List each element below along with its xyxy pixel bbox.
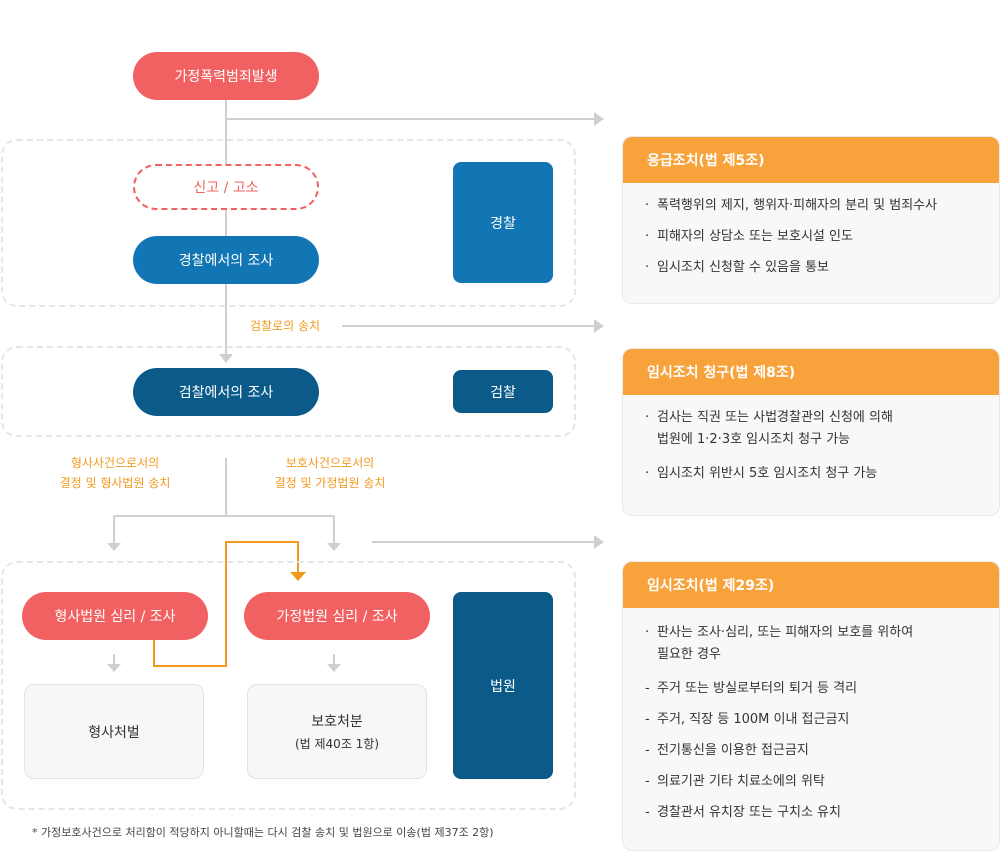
police-label: 경찰 [490, 215, 516, 232]
list-item: ·검사는 직권 또는 사법경찰관의 신청에 의해 법원에 1·2·3호 임시조치… [645, 410, 893, 447]
temporary-measure-request-title: 임시조치 청구(법 제8조) [623, 349, 999, 395]
police-stage-group [1, 139, 576, 307]
police-box: 경찰 [453, 162, 553, 283]
court-box: 법원 [453, 592, 553, 779]
family-court-label: 가정법원 심리 / 조사 [276, 609, 398, 625]
prosecution-box: 검찰 [453, 370, 553, 413]
list-item: ·임시조치 위반시 5호 임시조치 청구 가능 [645, 466, 878, 481]
police-investigation-node: 경찰에서의 조사 [133, 236, 319, 284]
report-node: 신고 / 고소 [133, 164, 319, 210]
list-item: -주거 또는 방실로부터의 퇴거 등 격리 [645, 681, 858, 696]
police-investigation-label: 경찰에서의 조사 [178, 253, 274, 269]
list-item: -의료기관 기타 치료소에의 위탁 [645, 774, 825, 789]
prosecution-investigation-label: 검찰에서의 조사 [178, 385, 274, 401]
criminal-punishment-label: 형사처벌 [88, 724, 140, 741]
protective-disposition-ref: (법 제40조 1항) [294, 737, 380, 751]
emergency-measures-title: 응급조치(법 제5조) [623, 137, 999, 183]
protective-disposition-label: 보호처분 [311, 714, 363, 730]
emergency-measures-card: 응급조치(법 제5조) ·폭력행위의 제지, 행위자·피해자의 분리 및 범죄수… [622, 136, 1000, 304]
list-item: ·폭력행위의 제지, 행위자·피해자의 분리 및 범죄수사 [645, 198, 938, 213]
start-node: 가정폭력범죄발생 [133, 52, 319, 100]
protection-route-label: 보호사건으로서의 결정 및 가정법원 송치 [274, 456, 386, 490]
list-item: -전기통신을 이용한 접근금지 [645, 743, 809, 758]
family-court-node: 가정법원 심리 / 조사 [244, 592, 430, 640]
list-item: -경찰관서 유치장 또는 구치소 유치 [645, 805, 841, 820]
list-item: ·판사는 조사·심리, 또는 피해자의 보호를 위하여 필요한 경우 [645, 625, 914, 662]
report-label: 신고 / 고소 [193, 180, 259, 196]
start-label: 가정폭력범죄발생 [174, 69, 278, 85]
criminal-punishment-box: 형사처벌 [24, 684, 204, 779]
protective-disposition-box: 보호처분 (법 제40조 1항) [247, 684, 427, 779]
list-item: ·피해자의 상담소 또는 보호시설 인도 [645, 229, 853, 244]
temporary-measure-request-card: 임시조치 청구(법 제8조) ·검사는 직권 또는 사법경찰관의 신청에 의해 … [622, 348, 1000, 516]
criminal-court-node: 형사법원 심리 / 조사 [22, 592, 208, 640]
footnote: * 가정보호사건으로 처리함이 적당하지 아니할때는 다시 검찰 송치 및 법원… [32, 826, 494, 839]
prosecution-investigation-node: 검찰에서의 조사 [133, 368, 319, 416]
prosecution-label: 검찰 [490, 384, 516, 401]
criminal-court-label: 형사법원 심리 / 조사 [54, 609, 176, 625]
court-label: 법원 [490, 678, 516, 695]
list-item: -주거, 직장 등 100M 이내 접근금지 [645, 712, 850, 727]
prosecution-stage-group [1, 346, 576, 437]
temporary-measure-title: 임시조치(법 제29조) [623, 562, 999, 608]
temporary-measure-card: 임시조치(법 제29조) ·판사는 조사·심리, 또는 피해자의 보호를 위하여… [622, 561, 1000, 851]
list-item: ·임시조치 신청할 수 있음을 통보 [645, 260, 830, 275]
criminal-route-label: 형사사건으로서의 결정 및 형사법원 송치 [59, 456, 171, 490]
court-stage-group [1, 561, 576, 810]
transfer-label: 검찰로의 송치 [249, 319, 321, 333]
